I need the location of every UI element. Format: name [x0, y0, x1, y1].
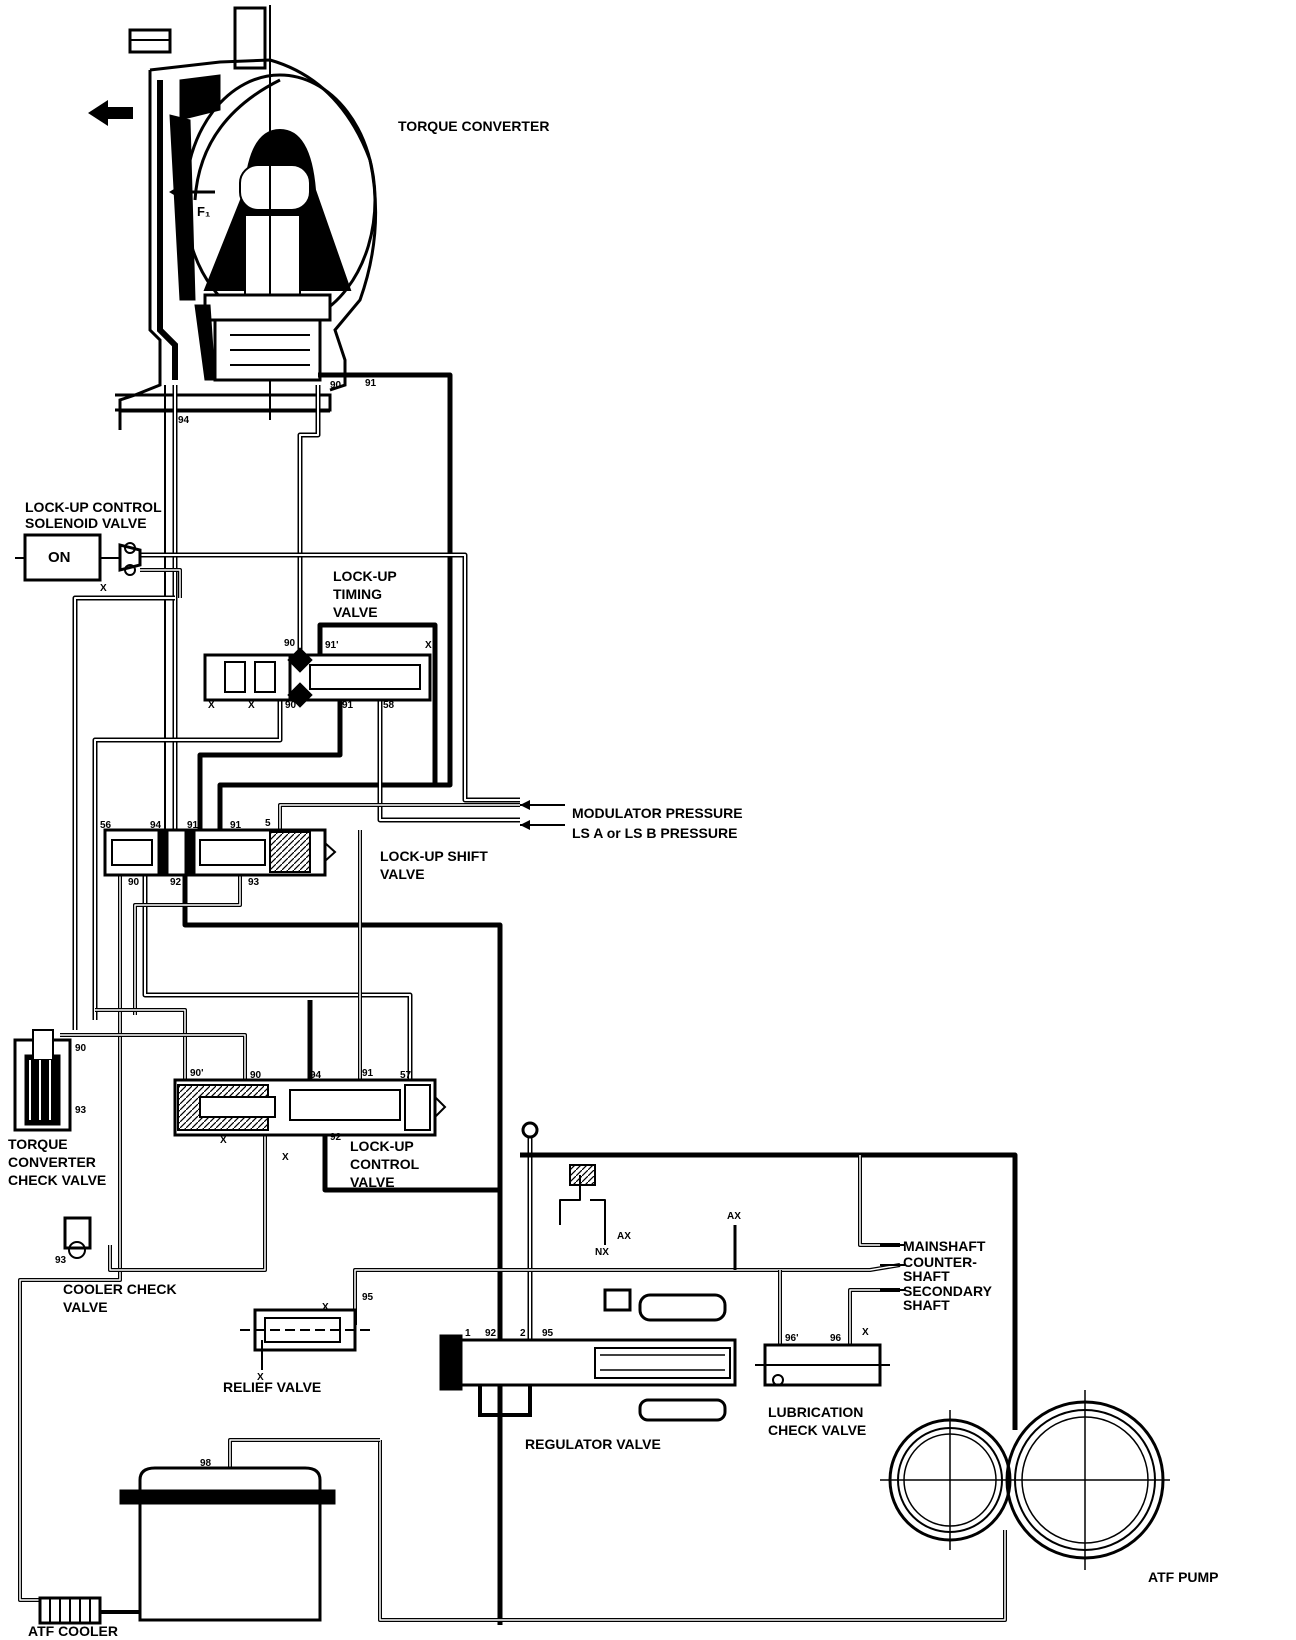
port-number: 90 [75, 1043, 87, 1054]
drain-x-mark: X [425, 640, 432, 651]
tc-check-valve-label-line3: CHECK VALVE [8, 1172, 107, 1188]
port-number: 91 [365, 378, 377, 389]
port-number: 94 [310, 1070, 322, 1081]
port-number: 92 [330, 1132, 342, 1143]
cooler-check-valve [63, 1216, 92, 1259]
hydraulic-lines [18, 372, 1018, 1625]
port-number: 95 [362, 1292, 374, 1303]
control-valve-label-line1: LOCK-UP [350, 1138, 414, 1154]
cooler-check-label-line1: COOLER CHECK [63, 1281, 177, 1297]
modulator-arrow [520, 800, 565, 810]
drain-x-mark: X [282, 1152, 289, 1163]
drain-x-mark: X [220, 1135, 227, 1146]
port-number: 91 [230, 820, 242, 831]
port-number: 90' [285, 700, 299, 711]
ls-pressure-label: LS A or LS B PRESSURE [572, 825, 738, 841]
port-number: 57 [400, 1070, 412, 1081]
port-number: 56 [100, 820, 112, 831]
lockup-timing-valve [203, 647, 432, 708]
countershaft-label-line1: COUNTER- [903, 1254, 977, 1270]
control-valve-label-line3: VALVE [350, 1174, 395, 1190]
nx-label: NX [595, 1247, 609, 1258]
port-number: 90 [284, 638, 296, 649]
port-number: 91' [325, 640, 339, 651]
port-number: 94 [178, 415, 190, 426]
torque-converter [88, 5, 378, 430]
port-number: 92 [485, 1328, 497, 1339]
atf-cooler-label: ATF COOLER [28, 1623, 118, 1639]
modulator-pressure-label: MODULATOR PRESSURE [572, 805, 743, 821]
port-number: 94 [150, 820, 162, 831]
port-number: 98 [200, 1458, 212, 1469]
port-number: 58 [383, 700, 395, 711]
control-valve-label-line2: CONTROL [350, 1156, 420, 1172]
timing-valve-label-line2: TIMING [333, 586, 382, 602]
port-number: 91' [187, 820, 201, 831]
atf-pump-label: ATF PUMP [1148, 1569, 1219, 1585]
atf-cooler [38, 1596, 102, 1625]
atf-pump [880, 1390, 1170, 1570]
port-number: 96' [785, 1333, 799, 1344]
port-number: 96 [830, 1333, 842, 1344]
port-number: 90' [190, 1068, 204, 1079]
port-number: 2 [520, 1328, 526, 1339]
torque-converter-check-valve [13, 1029, 72, 1132]
mainshaft-label: MAINSHAFT [903, 1238, 986, 1254]
shaft-pointers [880, 1244, 905, 1291]
secondary-shaft-label-line2: SHAFT [903, 1297, 950, 1313]
timing-valve-label-line3: VALVE [333, 604, 378, 620]
shift-valve-label-line2: VALVE [380, 866, 425, 882]
port-number: 92 [170, 877, 182, 888]
ax-small-label: AX [617, 1231, 631, 1242]
drain-x-mark: X [257, 1372, 264, 1383]
shift-valve-label-line1: LOCK-UP SHIFT [380, 848, 488, 864]
port-number: 91 [362, 1068, 374, 1079]
port-number: 90 [128, 877, 140, 888]
port-number: 93 [248, 877, 260, 888]
torque-converter-label: TORQUE CONVERTER [398, 118, 550, 134]
tc-check-valve-label-line1: TORQUE [8, 1136, 68, 1152]
lubrication-check-valve [755, 1343, 890, 1387]
solenoid-label-line2: SOLENOID VALVE [25, 515, 147, 531]
solenoid-on-state: ON [48, 549, 71, 566]
tc-check-valve-label-line2: CONVERTER [8, 1154, 96, 1170]
port-number: 90 [250, 1070, 262, 1081]
solenoid-label-line1: LOCK-UP CONTROL [25, 499, 162, 515]
port-number: 91 [342, 700, 354, 711]
port-number: 1 [465, 1328, 471, 1339]
drain-x-mark: X [208, 700, 215, 711]
lockup-shift-valve [103, 828, 337, 877]
regulator-valve-label: REGULATOR VALVE [525, 1436, 661, 1452]
timing-valve-label-line1: LOCK-UP [333, 568, 397, 584]
regulator-valve [439, 1121, 737, 1422]
atf-tank [119, 1466, 336, 1622]
port-number: 93 [55, 1255, 67, 1266]
lockup-solenoid-valve [15, 533, 142, 582]
ax-label: AX [727, 1211, 741, 1222]
force-f1-label: F₁ [197, 204, 211, 219]
secondary-shaft-label-line1: SECONDARY [903, 1283, 992, 1299]
drain-x-mark: X [862, 1327, 869, 1338]
drain-x-mark: X [322, 1302, 329, 1313]
port-number: 93 [75, 1105, 87, 1116]
relief-valve [240, 1308, 370, 1370]
cooler-check-label-line2: VALVE [63, 1299, 108, 1315]
countershaft-label-line2: SHAFT [903, 1268, 950, 1284]
port-number: 90 [330, 380, 342, 391]
port-number: 5 [265, 818, 271, 829]
drain-x-mark: X [248, 700, 255, 711]
ls-pressure-arrow [520, 820, 565, 830]
lockup-control-valve [173, 1078, 447, 1137]
drain-x-mark: X [100, 583, 107, 594]
lubrication-check-label-line2: CHECK VALVE [768, 1422, 867, 1438]
relief-valve-label: RELIEF VALVE [223, 1379, 322, 1395]
port-number: 95 [542, 1328, 554, 1339]
lubrication-check-label-line1: LUBRICATION [768, 1404, 864, 1420]
